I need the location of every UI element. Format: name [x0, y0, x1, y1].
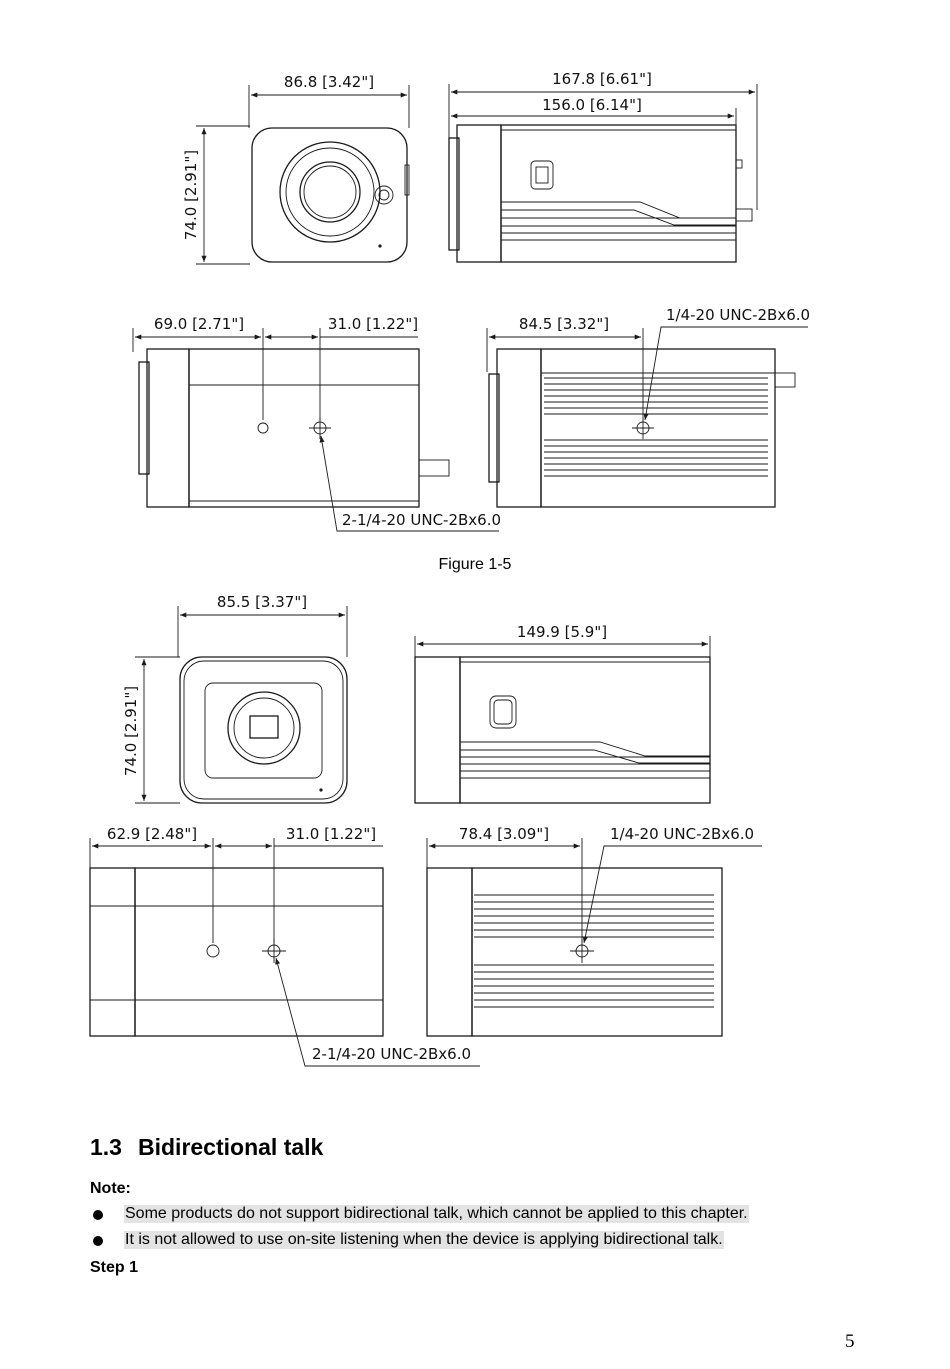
note-text: Some products do not support bidirection… — [124, 1205, 749, 1223]
side-length-dim-b: 149.9 [5.9"] — [414, 623, 711, 657]
bottom-mount-label-a: 2-1/4-20 UNC-2Bx6.0 — [342, 511, 501, 529]
side-length-dims-a: 167.8 [6.61"] 156.0 [6.14"] — [448, 70, 758, 210]
bottom-dims-a: 69.0 [2.71"] 31.0 [1.22"] 2-1/4-20 UNC-2… — [132, 315, 501, 532]
step-label: Step 1 — [90, 1259, 139, 1276]
front-view-b — [179, 656, 348, 804]
front-width-label-a: 86.8 [3.42"] — [284, 73, 374, 91]
top-mount-label-b: 1/4-20 UNC-2Bx6.0 — [610, 825, 754, 843]
bullet-icon — [93, 1236, 103, 1246]
front-width-label-b: 85.5 [3.37"] — [217, 593, 307, 611]
top-offset-label-a: 84.5 [3.32"] — [519, 315, 609, 333]
side-length-label-b: 149.9 [5.9"] — [517, 623, 607, 641]
front-height-label-b: 74.0 [2.91"] — [122, 686, 140, 776]
front-width-dim-b: 85.5 [3.37"] — [177, 593, 348, 657]
top-mount-label-a: 1/4-20 UNC-2Bx6.0 — [666, 306, 810, 324]
side-body-length-label-a: 156.0 [6.14"] — [542, 96, 642, 114]
top-view-b — [426, 867, 723, 1037]
bottom-spacing-label-b: 31.0 [1.22"] — [286, 825, 376, 843]
bottom-view-b — [89, 867, 384, 1037]
bottom-offset-label-b: 62.9 [2.48"] — [107, 825, 197, 843]
bullet-icon — [93, 1210, 103, 1220]
note-text: It is not allowed to use on-site listeni… — [124, 1231, 724, 1249]
bottom-spacing-label-a: 31.0 [1.22"] — [328, 315, 418, 333]
front-view-a — [251, 127, 410, 263]
bottom-dims-b: 62.9 [2.48"] 31.0 [1.22"] 2-1/4-20 UNC-2… — [89, 825, 480, 1067]
side-view-b — [414, 656, 711, 804]
note-label: Note: — [90, 1180, 131, 1197]
front-height-label-a: 74.0 [2.91"] — [182, 150, 200, 240]
bottom-offset-label-a: 69.0 [2.71"] — [154, 315, 244, 333]
top-offset-label-b: 78.4 [3.09"] — [459, 825, 549, 843]
front-height-dim-b: 74.0 [2.91"] — [122, 656, 180, 804]
section-heading: 1.3 Bidirectional talk — [90, 1134, 323, 1161]
section-number: 1.3 — [90, 1134, 122, 1160]
front-width-dim-a: 86.8 [3.42"] — [248, 73, 410, 128]
page-number: 5 — [845, 1331, 855, 1352]
bottom-mount-label-b: 2-1/4-20 UNC-2Bx6.0 — [312, 1045, 471, 1063]
figure-caption: Figure 1-5 — [438, 556, 512, 573]
bottom-view-a — [138, 348, 450, 508]
front-height-dim-a: 74.0 [2.91"] — [182, 125, 250, 265]
section-title: Bidirectional talk — [138, 1134, 324, 1160]
top-dims-b: 78.4 [3.09"] 1/4-20 UNC-2Bx6.0 — [426, 825, 762, 944]
side-view-a — [448, 124, 753, 263]
side-overall-length-label-a: 167.8 [6.61"] — [552, 70, 652, 88]
top-view-a — [488, 348, 796, 508]
top-dims-a: 84.5 [3.32"] 1/4-20 UNC-2Bx6.0 — [486, 306, 810, 421]
